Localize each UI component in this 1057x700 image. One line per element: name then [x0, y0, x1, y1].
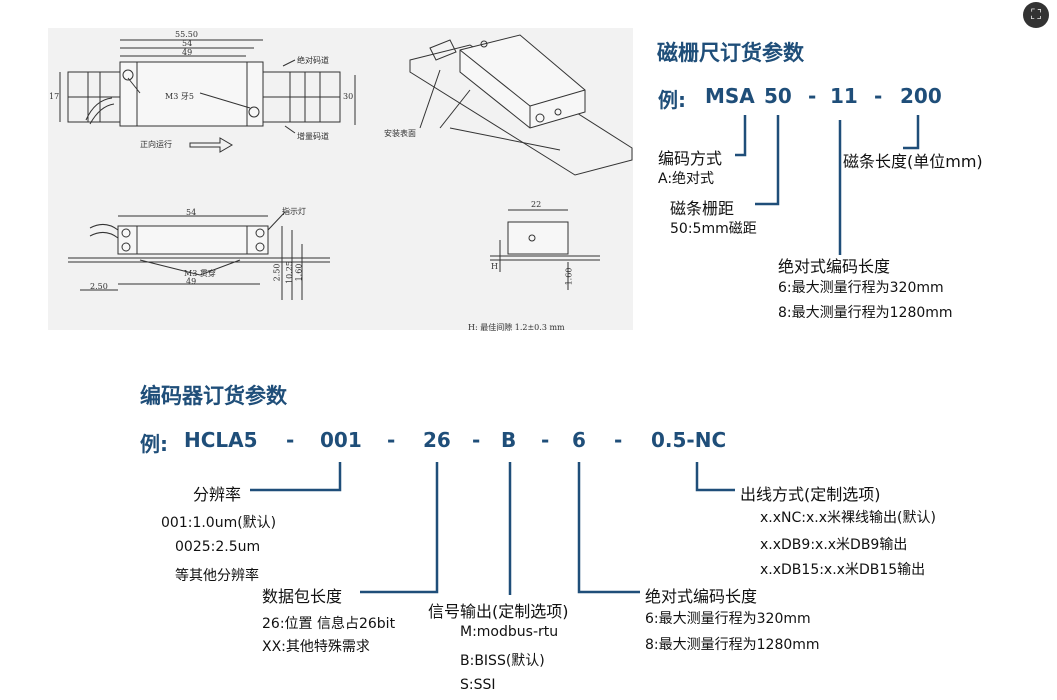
encoder-code-dash: - — [286, 428, 295, 452]
dim-label: 49 — [186, 277, 197, 286]
encoder-res-other: 等其他分辨率 — [175, 568, 259, 584]
scale-enc-a: A:绝对式 — [658, 171, 715, 187]
dim-label: 10.25 — [284, 261, 294, 284]
encoder-res-001: 001:1.0um(默认) — [161, 515, 277, 531]
scale-enc-method: 编码方式 — [658, 149, 723, 168]
order-code-leaders — [250, 115, 920, 595]
end-view-reader — [507, 221, 569, 255]
encoder-sig-b: B:BISS(默认) — [460, 653, 545, 669]
side-view-reader — [117, 225, 269, 255]
encoder-code-part: 6 — [572, 428, 586, 452]
encoder-res-0025: 0025:2.5um — [175, 539, 261, 555]
encoder-cable-nc: x.xNC:x.x米裸线输出(默认) — [760, 510, 936, 526]
scale-code-part: MSA — [705, 84, 755, 108]
expand-icon[interactable]: ⛶ — [1023, 2, 1049, 28]
dim-label: 54 — [182, 39, 193, 48]
encoder-cable-db9: x.xDB9:x.x米DB9输出 — [760, 537, 908, 553]
encoder-cable: 出线方式(定制选项) — [740, 485, 881, 504]
dim-label: 17 — [49, 92, 60, 101]
encoder-packet-xx: XX:其他特殊需求 — [262, 639, 370, 655]
dim-label: 30 — [343, 92, 354, 101]
scale-pitch: 磁条栅距 — [670, 199, 735, 218]
encoder-code-dash: - — [541, 428, 550, 452]
dim-label: 2.50 — [90, 282, 108, 291]
note-forward: 正向运行 — [140, 140, 172, 149]
scale-title: 磁栅尺订货参数 — [657, 41, 804, 65]
dim-label: 1.60 — [564, 267, 574, 286]
encoder-sig-s: S:SSI — [460, 677, 496, 693]
encoder-code-dash: - — [614, 428, 623, 452]
scale-example-prefix: 例: — [658, 88, 686, 112]
scale-code-dash: - — [808, 84, 817, 108]
encoder-abs-8: 8:最大测量行程为1280mm — [645, 637, 820, 653]
scale-length: 磁条长度(单位mm) — [843, 152, 983, 171]
scale-code-part: 11 — [830, 84, 858, 108]
encoder-packet: 数据包长度 — [262, 587, 343, 606]
note-m3-through: M3 贯穿 — [184, 269, 216, 278]
encoder-code-part: HCLA5 — [184, 428, 258, 452]
scale-code-dash: - — [874, 84, 883, 108]
scale-pitch-50: 50:5mm磁距 — [670, 221, 757, 237]
scale-code-part: 200 — [900, 84, 942, 108]
note-inc-track: 增量码道 — [297, 132, 329, 141]
encoder-code-part: B — [501, 428, 517, 452]
note-abs-track: 绝对码道 — [297, 56, 329, 65]
encoder-signal: 信号输出(定制选项) — [428, 602, 569, 621]
dim-label: 55.50 — [175, 30, 198, 39]
encoder-sig-m: M:modbus-rtu — [460, 624, 559, 640]
encoder-code-part: 0.5-NC — [651, 428, 727, 452]
dim-label: 1.60 — [294, 263, 304, 282]
encoder-code-dash: - — [472, 428, 481, 452]
note-m3: M3 牙5 — [165, 92, 194, 101]
scale-abs-len: 绝对式编码长度 — [778, 257, 891, 276]
dim-label: 2.50 — [272, 263, 282, 282]
note-install-surface: 安装表面 — [384, 129, 416, 138]
encoder-title: 编码器订货参数 — [140, 384, 287, 408]
encoder-example-prefix: 例: — [140, 432, 168, 456]
dim-label: H — [491, 262, 498, 271]
encoder-code-dash: - — [387, 428, 396, 452]
scale-abs-8: 8:最大测量行程为1280mm — [778, 305, 953, 321]
encoder-abs-6: 6:最大测量行程为320mm — [645, 611, 811, 627]
encoder-cable-db15: x.xDB15:x.x米DB15输出 — [760, 562, 926, 578]
dim-label: 54 — [186, 208, 197, 217]
encoder-packet-26: 26:位置 信息占26bit — [262, 616, 396, 632]
encoder-code-part: 001 — [320, 428, 362, 452]
encoder-code-part: 26 — [423, 428, 451, 452]
dim-label: 49 — [182, 48, 193, 57]
scale-code-part: 50 — [764, 84, 792, 108]
encoder-res: 分辨率 — [193, 485, 242, 504]
dim-label: 22 — [531, 200, 542, 209]
scale-abs-6: 6:最大测量行程为320mm — [778, 280, 944, 296]
encoder-abs-len: 绝对式编码长度 — [645, 587, 758, 606]
note-gap: H: 最佳间隙 1.2±0.3 mm — [468, 323, 565, 332]
note-indicator: 指示灯 — [282, 207, 306, 216]
